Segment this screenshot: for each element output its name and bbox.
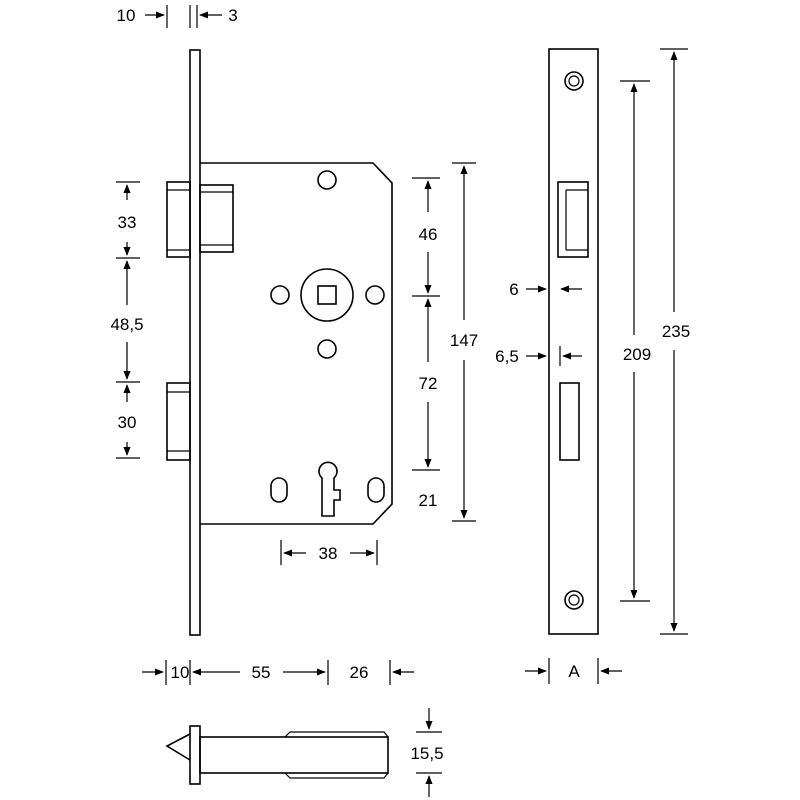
dimension-lines xyxy=(116,5,688,797)
front-view xyxy=(548,48,599,635)
latch-bolt xyxy=(166,181,234,258)
bottom-view xyxy=(165,725,389,785)
dim-case-tail: 26 xyxy=(350,663,369,682)
latch-opening xyxy=(557,181,589,258)
dim-faceplate-offset: 10 xyxy=(117,6,136,25)
faceplate-front xyxy=(548,48,599,635)
top-screw-hole xyxy=(317,170,337,190)
dimension-labels: 10 3 33 48,5 30 46 72 21 147 38 10 55 26… xyxy=(110,6,690,763)
side-view xyxy=(166,49,393,636)
latch-bottom xyxy=(165,733,191,761)
dim-plate-length: 235 xyxy=(662,322,690,341)
dim-faceplate-thickness: 3 xyxy=(228,6,237,25)
spindle-follower xyxy=(300,268,354,322)
dim-latch-to-bolt: 48,5 xyxy=(110,315,143,334)
dim-latch-height: 33 xyxy=(118,213,137,232)
bottom-left-slot xyxy=(270,477,288,503)
bottom-plate-hole xyxy=(564,590,584,610)
spindle-square xyxy=(317,285,337,305)
dead-bolt xyxy=(166,382,191,461)
dim-plate-latch-width: 6 xyxy=(509,280,518,299)
case-bottom xyxy=(199,736,389,774)
left-hole xyxy=(270,285,290,305)
dim-backset: 55 xyxy=(252,663,271,682)
keyhole xyxy=(318,461,341,517)
dim-spindle-to-keyhole: 72 xyxy=(419,374,438,393)
dim-bolt-height: 30 xyxy=(118,413,137,432)
lock-case xyxy=(200,162,393,525)
top-plate-hole xyxy=(564,71,584,91)
dim-case-thickness: 15,5 xyxy=(410,744,443,763)
dim-front-gap: 10 xyxy=(171,663,190,682)
right-hole xyxy=(365,285,385,305)
dim-case-height: 147 xyxy=(450,331,478,350)
dim-keyhole-from-bottom: 21 xyxy=(419,491,438,510)
dim-plate-width: A xyxy=(568,662,580,681)
dim-plate-bolt-width: 6,5 xyxy=(495,347,519,366)
bottom-right-slot xyxy=(367,477,385,503)
dim-keyhole-offset: 38 xyxy=(319,544,338,563)
dim-spindle-from-top: 46 xyxy=(419,225,438,244)
bolt-opening xyxy=(559,382,580,461)
dim-hole-spacing: 209 xyxy=(623,345,651,364)
lower-hole xyxy=(317,339,337,359)
faceplate-bottom xyxy=(189,725,201,785)
faceplate-side xyxy=(189,49,201,636)
